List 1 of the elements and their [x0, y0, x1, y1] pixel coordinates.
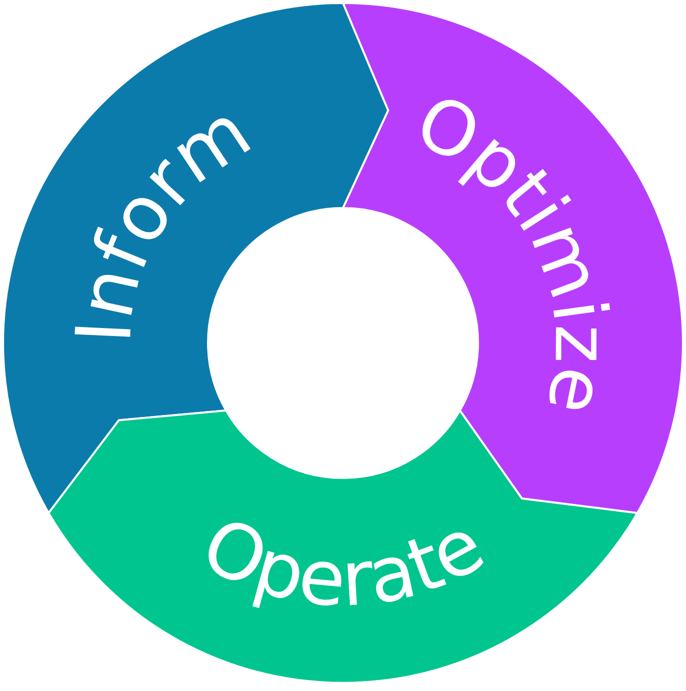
segment-label: Operate	[188, 499, 498, 624]
